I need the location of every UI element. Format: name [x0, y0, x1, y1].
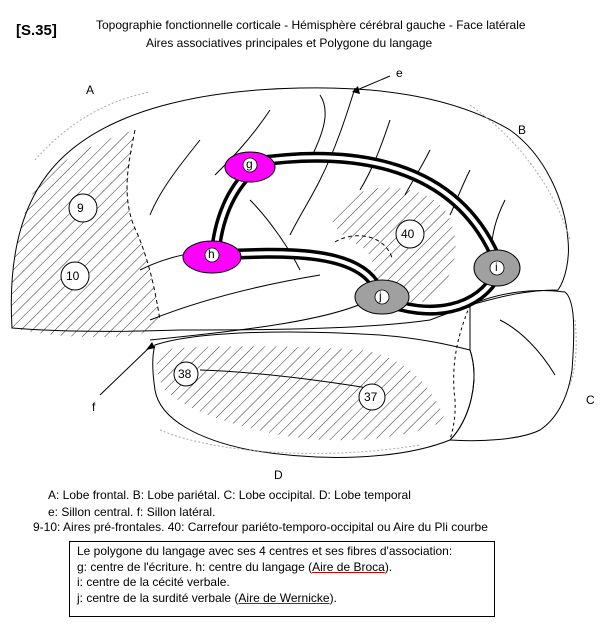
legend-line-3: 9-10: Aires pré-frontales. 40: Carrefour… — [33, 520, 488, 534]
area-40-hatched — [330, 187, 456, 303]
legend-line-2: e: Sillon central. f: Sillon latéral. — [48, 505, 216, 519]
area-10-label: 10 — [66, 269, 80, 283]
area-circles — [60, 193, 425, 411]
arrow-lobe-c — [569, 319, 577, 386]
title-line-1: Topographie fonctionnelle corticale - Hé… — [96, 18, 526, 32]
temporal-hatched-area — [156, 346, 445, 441]
box-line-4-suffix: ). — [329, 590, 337, 605]
sulcus-f-arrowhead — [146, 342, 155, 350]
area-40-label: 40 — [401, 227, 415, 241]
legend-line-1: A: Lobe frontal. B: Lobe pariétal. C: Lo… — [48, 488, 411, 502]
occipital-outline — [448, 290, 575, 442]
centre-j-dot — [374, 289, 390, 305]
broca-link[interactable]: Aire de Broca — [312, 559, 385, 574]
lobe-a-label: A — [86, 83, 95, 97]
title-line-2: Aires associatives principales et Polygo… — [146, 36, 433, 50]
language-polygon-box: Le polygone du langage avec ses 4 centre… — [69, 541, 495, 617]
sulcus-e-label: e — [396, 66, 403, 80]
boundary-dashed-1 — [126, 129, 161, 321]
area-9-label: 9 — [77, 201, 84, 215]
sulcus-f-label: f — [92, 400, 96, 414]
sulcus-f-pointer — [99, 344, 153, 396]
arrow-lobe-d — [159, 429, 421, 454]
lobe-d-label: D — [274, 468, 283, 482]
box-line-2-prefix: g: centre de l'écriture. h: centre du la… — [77, 559, 313, 574]
area-38-label: 38 — [178, 367, 192, 381]
arrow-lobe-b — [469, 104, 571, 241]
centre-i-label: i — [495, 260, 498, 274]
box-line-2: g: centre de l'écriture. h: centre du la… — [77, 560, 494, 576]
centre-g-dot — [242, 157, 258, 173]
box-line-4: j: centre de la surdité verbale (Aire de… — [77, 591, 494, 607]
box-line-2-suffix: ). — [384, 559, 393, 574]
box-line-3: i: centre de la cécité verbale. — [77, 575, 230, 589]
sulcus-e-arrowhead — [352, 86, 360, 94]
sulcus-e-pointer — [356, 75, 391, 91]
box-line-1: Le polygone du langage avec ses 4 centre… — [77, 544, 453, 558]
language-centres — [182, 151, 521, 315]
centre-h-label: h — [208, 247, 215, 261]
wernicke-link[interactable]: Aire de Wernicke — [238, 590, 330, 605]
centre-j-label: j — [379, 289, 382, 303]
centre-g-label: g — [246, 157, 253, 171]
lobe-c-label: C — [586, 393, 595, 407]
arrow-lobe-a — [34, 91, 151, 161]
boundary-dashed-2 — [449, 304, 471, 441]
prefrontal-hatched-area — [11, 130, 160, 338]
centre-h-dot — [204, 247, 220, 263]
lateral-sulcus — [149, 299, 371, 341]
lobe-b-label: B — [518, 123, 527, 137]
box-line-4-prefix: j: centre de la surdité verbale ( — [77, 590, 239, 605]
area-37-label: 37 — [364, 390, 378, 404]
reference-code: [S.35] — [16, 22, 57, 39]
centre-i-dot — [489, 260, 505, 276]
